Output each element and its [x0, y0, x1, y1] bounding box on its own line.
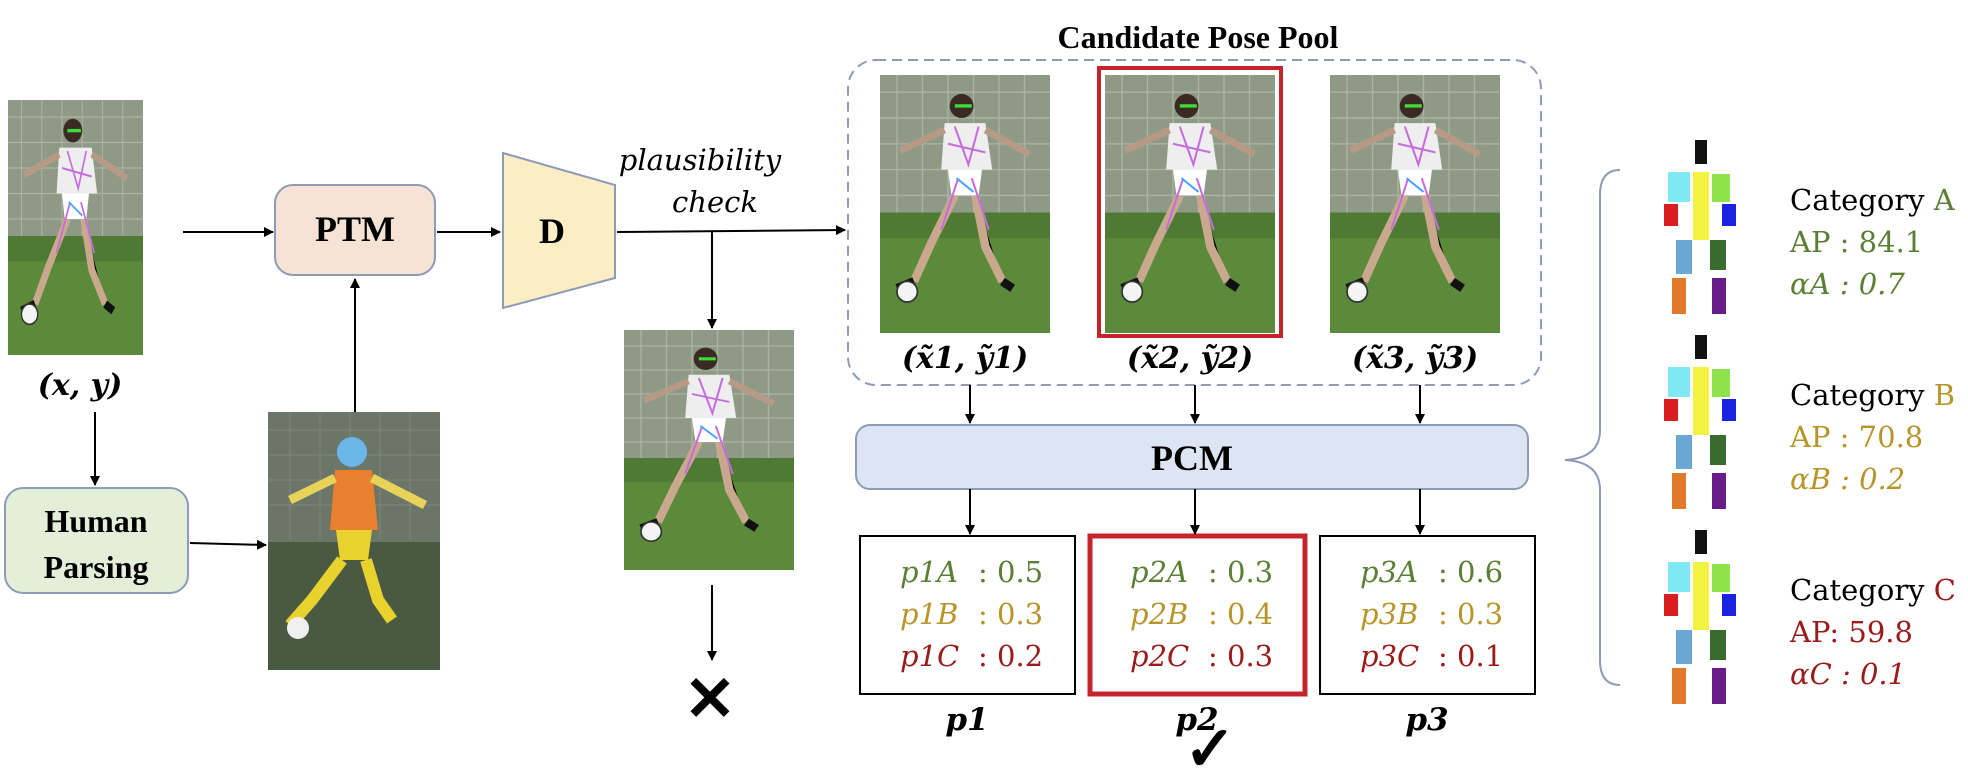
prob-symbol: p1A	[900, 555, 958, 589]
category-alpha-c: αC : 0.1	[1790, 657, 1906, 691]
parsing-image	[268, 412, 440, 670]
category-name-b: Category B	[1790, 378, 1955, 412]
reject-mark: ✕	[684, 662, 736, 735]
candidate-label-3: (x̃3, ỹ3)	[1352, 341, 1478, 376]
human-parsing-label-line2: Parsing	[44, 549, 149, 585]
input-image	[8, 100, 143, 355]
category-ap-b: AP : 70.8	[1789, 420, 1923, 454]
candidate-highlight	[1097, 66, 1283, 338]
prob-box-name-1: p1	[945, 702, 988, 738]
probability-boxes: p1A : 0.5 p1B : 0.3 p1C : 0.2 p1 p2A : 0.3 p2B : 0…	[859, 533, 1536, 738]
prob-box-2	[1087, 533, 1308, 697]
ptm-label: PTM	[315, 209, 395, 249]
candidate-pool-title: Candidate Pose Pool	[1058, 19, 1339, 55]
prob-symbol: p1B	[900, 597, 958, 631]
prob-box-name-3: p3	[1405, 702, 1448, 738]
prob-box-1	[859, 535, 1076, 695]
category-ap-a: AP : 84.1	[1789, 225, 1923, 259]
prob-symbol: p1C	[900, 639, 959, 673]
prob-value: : 0.6	[1438, 555, 1503, 589]
candidate-label-1: (x̃1, ỹ1)	[902, 341, 1028, 376]
prob-box-3	[1319, 535, 1536, 695]
prob-value: : 0.5	[978, 555, 1043, 589]
connector-arrows	[90, 225, 1425, 661]
skeleton-icon-c	[1664, 530, 1736, 704]
candidate-label-2: (x̃2, ỹ2)	[1127, 341, 1253, 376]
plausibility-label-line1: plausibility	[619, 143, 782, 177]
rejected-image	[624, 330, 794, 570]
prob-symbol: p3A	[1360, 555, 1418, 589]
category-ap-c: AP: 59.8	[1789, 615, 1913, 649]
candidate-image-2	[1097, 66, 1283, 338]
prob-symbol: p2B	[1130, 597, 1188, 631]
candidate-image-1	[880, 75, 1050, 333]
candidate-image-3	[1330, 75, 1500, 333]
input-label: (x, y)	[38, 368, 123, 403]
prob-value: : 0.3	[1438, 597, 1503, 631]
prob-value: : 0.3	[978, 597, 1043, 631]
skeleton-icon-b	[1664, 335, 1736, 509]
prob-symbol: p3C	[1360, 639, 1419, 673]
discriminator-shape	[502, 151, 616, 310]
ptm-box	[274, 184, 436, 276]
prob-symbol: p2A	[1130, 555, 1188, 589]
pcm-box	[855, 424, 1529, 490]
prob-box-name-2: p2	[1175, 702, 1218, 738]
prob-value: : 0.4	[1208, 597, 1273, 631]
candidate-images: (x̃1, ỹ1) (x̃2, ỹ2) (x̃3, ỹ3)	[880, 66, 1500, 376]
category-name-a: Category A	[1790, 183, 1956, 217]
prob-value: : 0.3	[1208, 639, 1273, 673]
category-name-c: Category C	[1790, 573, 1956, 607]
prob-value: : 0.1	[1438, 639, 1503, 673]
category-brace	[1564, 169, 1621, 686]
plausibility-label-line2: check	[672, 185, 758, 219]
category-alpha-a: αA : 0.7	[1790, 267, 1905, 301]
pcm-label: PCM	[1151, 438, 1233, 478]
prob-symbol: p2C	[1130, 639, 1189, 673]
accept-mark: ✓	[1184, 712, 1236, 770]
discriminator-label: D	[539, 211, 565, 251]
human-parsing-label-line1: Human	[44, 503, 147, 539]
human-parsing-box	[4, 487, 189, 594]
prob-value: : 0.3	[1208, 555, 1273, 589]
prob-value: : 0.2	[978, 639, 1043, 673]
category-alpha-b: αB : 0.2	[1790, 462, 1905, 496]
skeleton-icon-a	[1664, 140, 1736, 314]
prob-symbol: p3B	[1360, 597, 1418, 631]
